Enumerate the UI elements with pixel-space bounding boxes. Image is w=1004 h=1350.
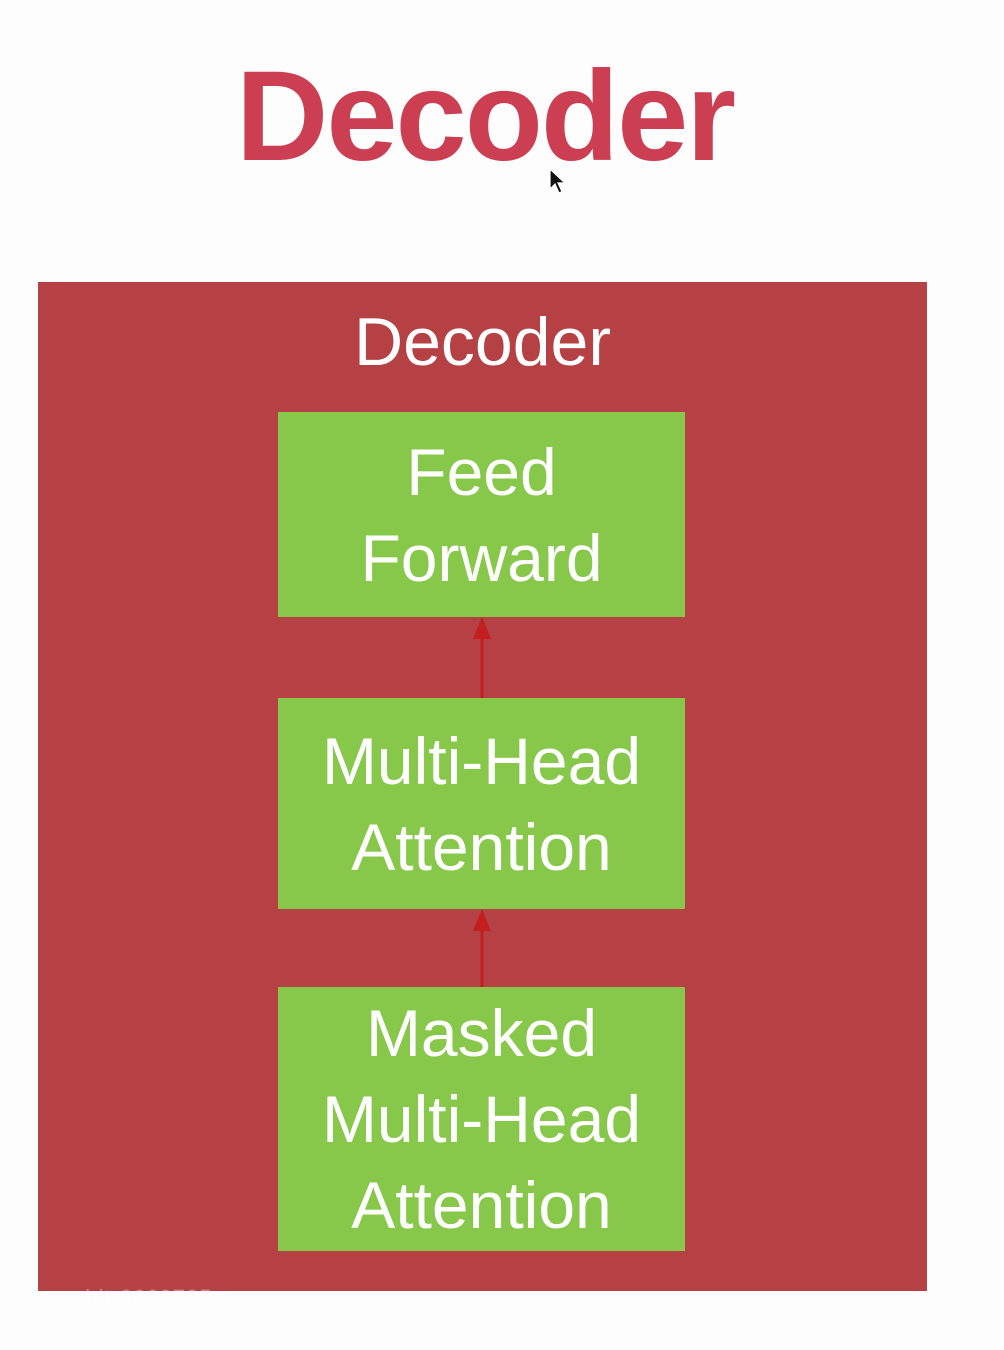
decoder-panel: Decoder Feed Forward Multi-Head Attentio… — [38, 282, 927, 1291]
block-label-line: Forward — [360, 520, 603, 595]
block-label-line: Masked — [365, 996, 598, 1070]
block-label-line: Multi-Head — [321, 723, 642, 798]
block-label-line: Multi-Head — [321, 1082, 642, 1156]
arrow-up-icon — [473, 909, 491, 987]
feed-forward-block: Feed Forward — [278, 412, 685, 617]
block-label-line: Attention — [351, 809, 612, 884]
watermark: xyqhlt-6669725. — [48, 1285, 220, 1310]
mouse-pointer-icon — [549, 168, 566, 194]
panel-title: Decoder — [353, 304, 612, 380]
multi-head-attention-block: Multi-Head Attention — [278, 698, 685, 909]
masked-multi-head-attention-block: Masked Multi-Head Attention — [278, 987, 685, 1251]
block-label-line: Attention — [351, 1168, 612, 1242]
arrow-up-icon — [473, 617, 491, 698]
block-label-line: Feed — [406, 434, 557, 509]
page-title: Decoder — [235, 45, 736, 188]
